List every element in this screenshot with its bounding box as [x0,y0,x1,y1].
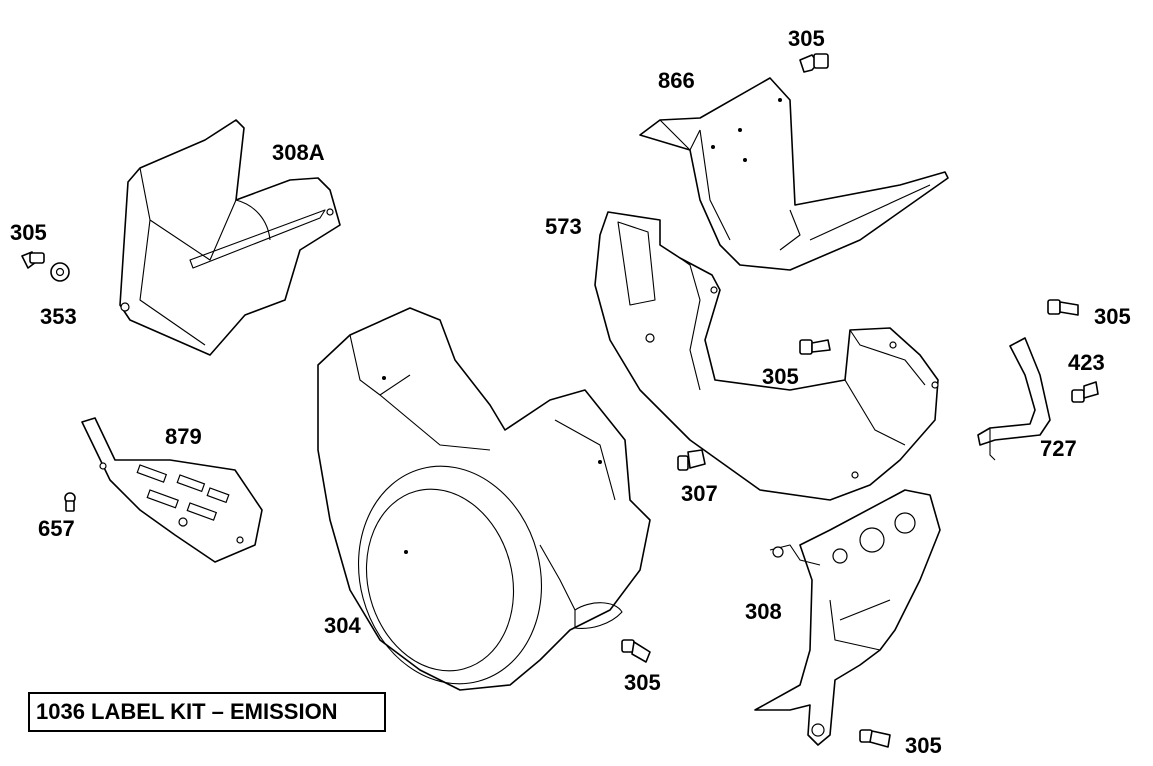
bolt-305-top [799,53,829,73]
callout-305-bottom: 305 [624,670,661,695]
part-308A-air-guide [119,119,341,356]
callout-879: 879 [165,424,202,449]
callout-305-left: 305 [10,220,47,245]
bolt-305-bottom-right [859,729,891,748]
washer-353 [50,262,70,282]
part-727-bracket [977,337,1051,461]
callout-305-top: 305 [788,26,825,51]
callout-657: 657 [38,516,75,541]
callout-305-mid: 305 [762,364,799,389]
bolt-305-mid [799,339,831,355]
callout-573: 573 [545,214,582,239]
part-573-baffle [594,211,939,501]
callout-308A: 308A [272,140,325,165]
label-kit-box: 1036 LABEL KIT – EMISSION [28,692,386,732]
bolt-307 [677,449,706,471]
bolt-305-right [1047,299,1079,316]
part-879-shield [81,417,263,563]
callout-353: 353 [40,304,77,329]
part-308-guard [754,489,941,746]
callout-423: 423 [1068,350,1105,375]
callout-727: 727 [1040,436,1077,461]
bolt-305-left [21,251,45,269]
part-304-blower-housing [317,307,651,691]
bolt-423 [1071,381,1099,403]
callout-305-right: 305 [1094,304,1131,329]
screw-657 [64,492,76,512]
callout-307: 307 [681,481,718,506]
bolt-305-bottom [621,639,651,663]
part-866-shroud [639,77,949,271]
callout-866: 866 [658,68,695,93]
callout-304: 304 [324,613,361,638]
callout-305-bottom-right: 305 [905,733,942,758]
callout-308: 308 [745,599,782,624]
